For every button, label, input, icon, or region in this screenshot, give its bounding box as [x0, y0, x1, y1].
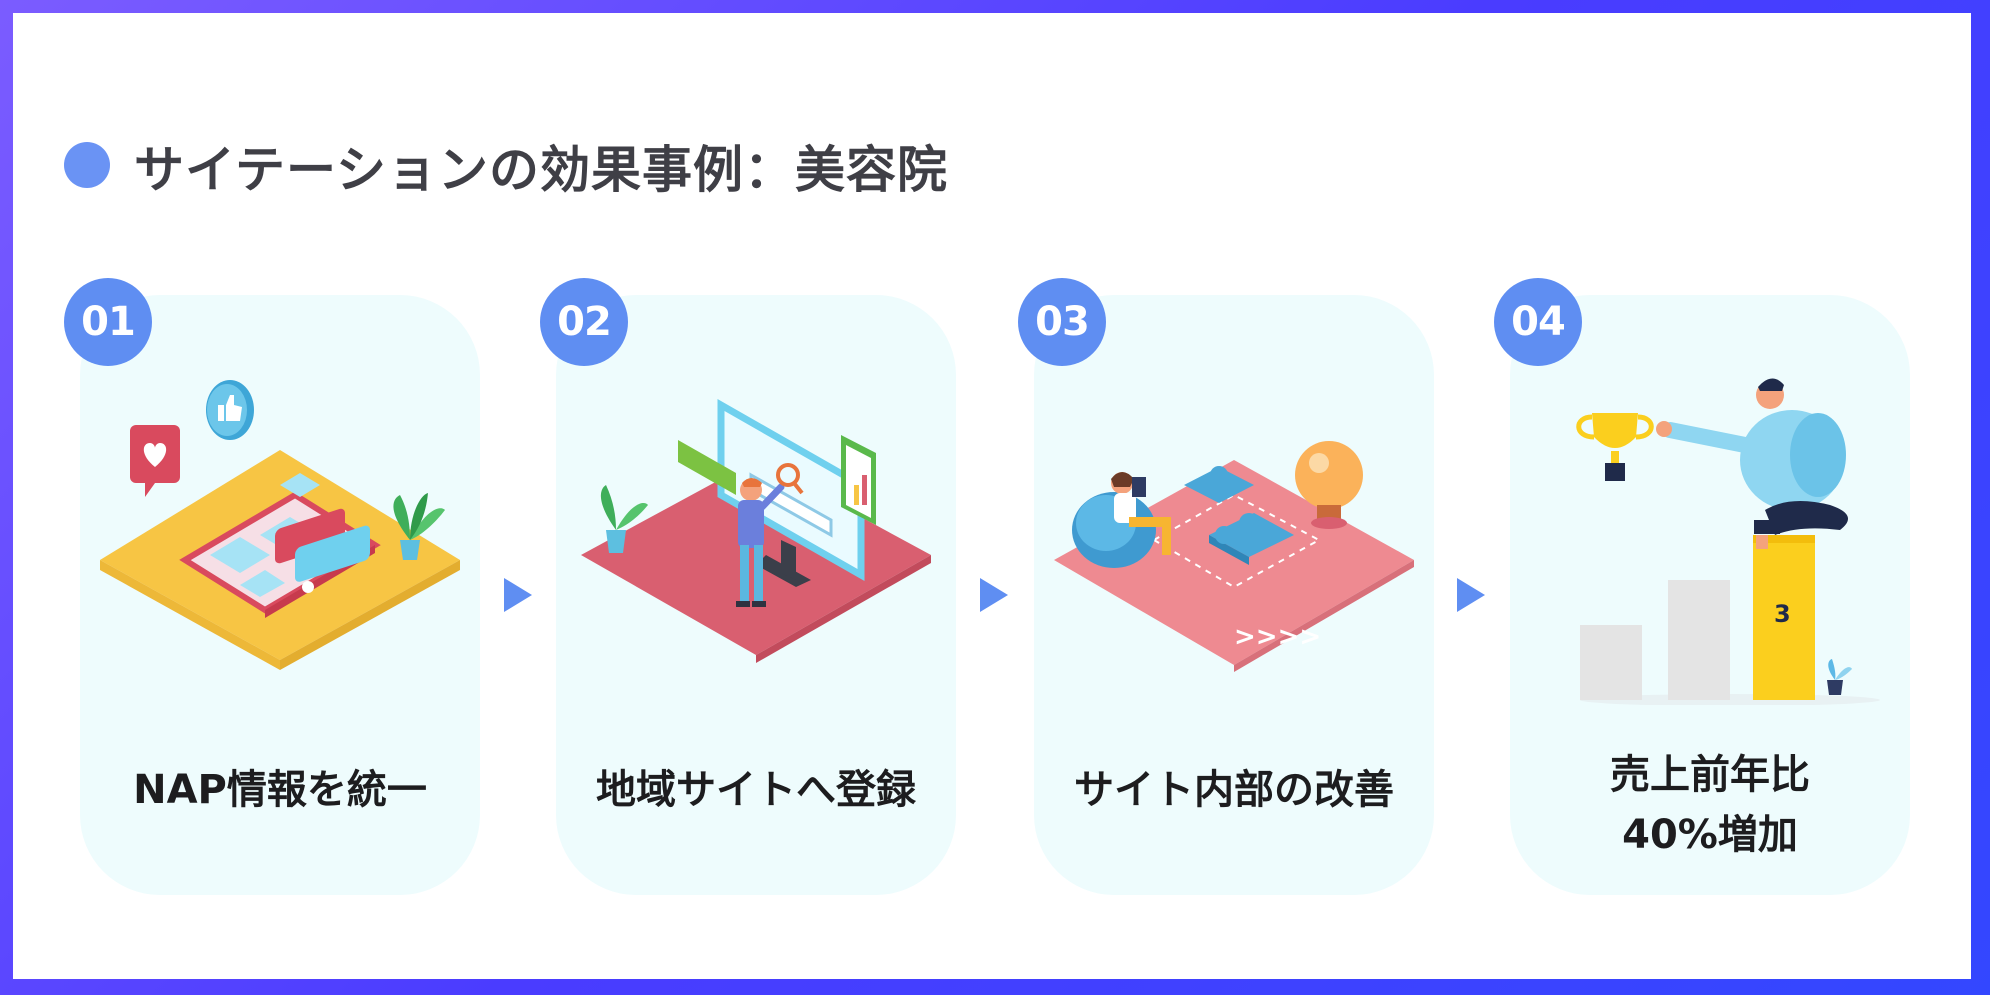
step-label-1: NAP情報を統一: [133, 767, 427, 813]
step-label-2: 地域サイトへ登録: [596, 767, 916, 813]
step-label-3: サイト内部の改善: [1074, 767, 1394, 813]
reviews-map-icon: [90, 375, 470, 705]
puzzle-idea-icon: >>>>: [1044, 375, 1424, 705]
step-badge-4: 04: [1494, 278, 1582, 366]
step-badge-1: 01: [64, 278, 152, 366]
title-bullet: [64, 142, 110, 188]
page-title: サイテーションの効果事例：美容院: [134, 141, 948, 199]
step-badge-3: 03: [1018, 278, 1106, 366]
website-search-icon: [566, 375, 946, 705]
step-label-4-line-2: 40%増加: [1622, 812, 1798, 858]
step-badge-2: 02: [540, 278, 628, 366]
trophy-podium-icon: 3: [1560, 375, 1940, 705]
podium-number: 3: [1774, 600, 1791, 628]
arrow-right-icon: [980, 578, 1008, 612]
step-label-4-line-1: 売上前年比: [1610, 752, 1810, 798]
svg-text:>>>>: >>>>: [1234, 622, 1321, 652]
arrow-right-icon: [504, 578, 532, 612]
arrow-right-icon: [1457, 578, 1485, 612]
step-label-4: 売上前年比 40%増加: [1510, 745, 1910, 865]
